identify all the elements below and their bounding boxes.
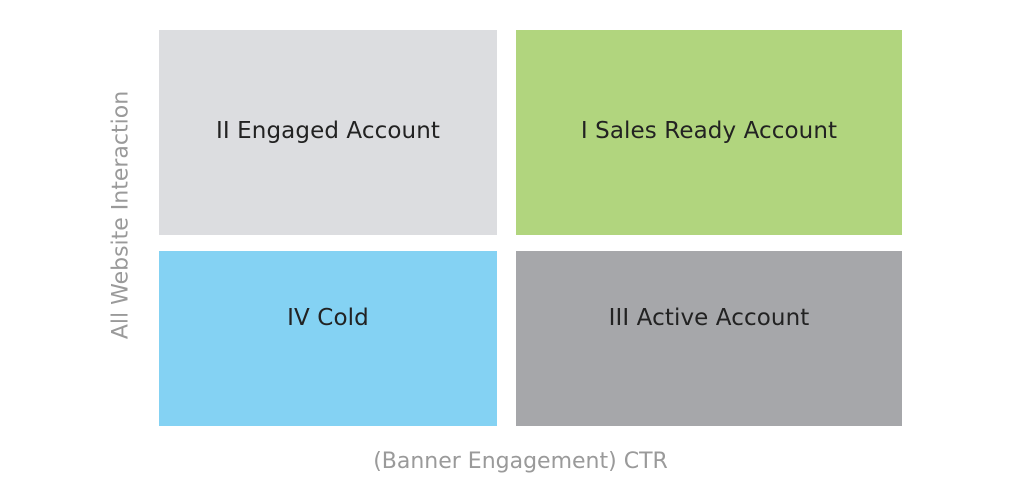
quadrant-label-engaged-account: II Engaged Account [215,117,440,144]
quadrant-cold: IV Cold [159,251,497,426]
quadrant-engaged-account: II Engaged Account [159,30,497,235]
x-axis-label: (Banner Engagement) CTR [373,449,668,474]
quadrant-sales-ready-account: I Sales Ready Account [516,30,902,235]
y-axis-label: All Website Interaction [108,90,134,340]
quadrant-label-active-account: III Active Account [608,304,810,331]
quadrant-label-cold: IV Cold [287,304,369,331]
quadrant-active-account: III Active Account [516,251,902,426]
quadrant-label-sales-ready-account: I Sales Ready Account [580,117,838,144]
